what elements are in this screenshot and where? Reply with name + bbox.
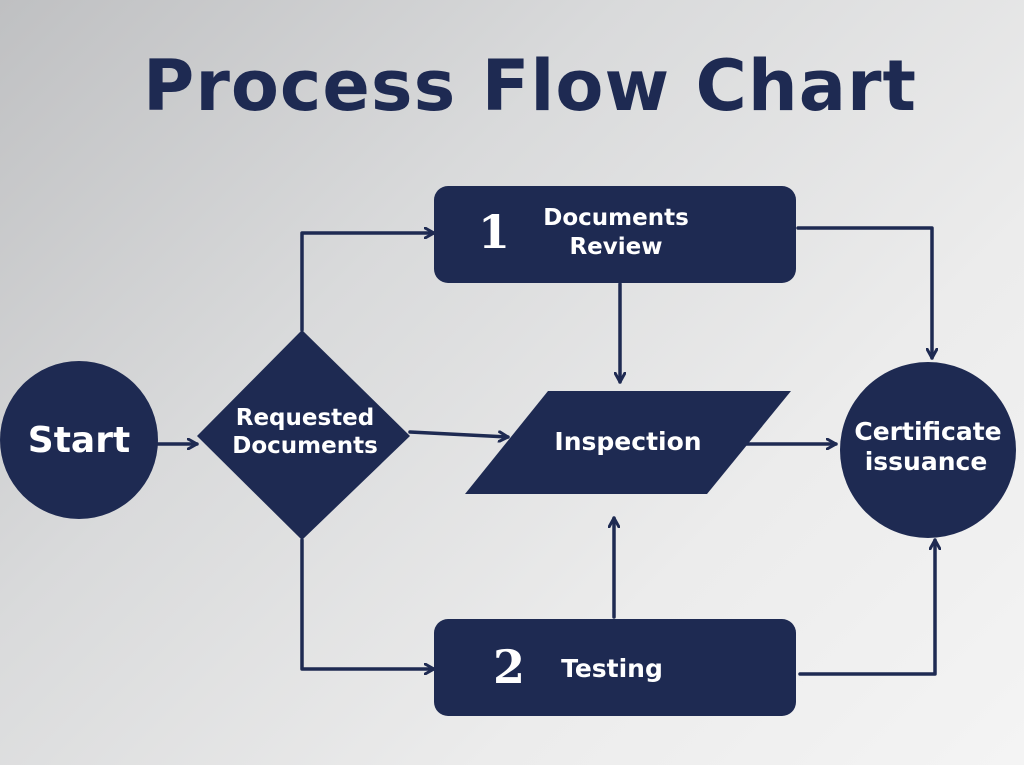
documents-review-node: 1 Documents Review [434, 186, 796, 283]
decision-label-line2: Documents [232, 433, 378, 459]
review-label-line1: Documents [543, 205, 689, 231]
testing-step-number: 2 [493, 640, 525, 694]
chart-title: Process Flow Chart [143, 45, 917, 127]
review-label-line2: Review [569, 234, 662, 260]
arrow-review-to-certificate [796, 226, 932, 360]
decision-label-line1: Requested [236, 405, 375, 431]
start-node: Start [0, 361, 158, 519]
testing-label: Testing [561, 654, 663, 683]
decision-node: Requested Documents [197, 330, 410, 540]
arrow-testing-to-certificate [798, 538, 935, 676]
arrow-decision-to-review [300, 233, 436, 332]
inspection-node: Inspection [465, 391, 791, 494]
connectors [155, 226, 935, 676]
arrow-decision-to-inspection [408, 430, 510, 437]
arrow-decision-to-testing [300, 538, 436, 669]
inspection-label: Inspection [554, 427, 701, 456]
certificate-label-line1: Certificate [854, 417, 1001, 446]
start-label: Start [28, 420, 130, 461]
certificate-label-line2: issuance [865, 447, 988, 476]
testing-node: 2 Testing [434, 619, 796, 716]
certificate-issuance-node: Certificate issuance [840, 362, 1016, 538]
review-step-number: 1 [478, 205, 510, 259]
